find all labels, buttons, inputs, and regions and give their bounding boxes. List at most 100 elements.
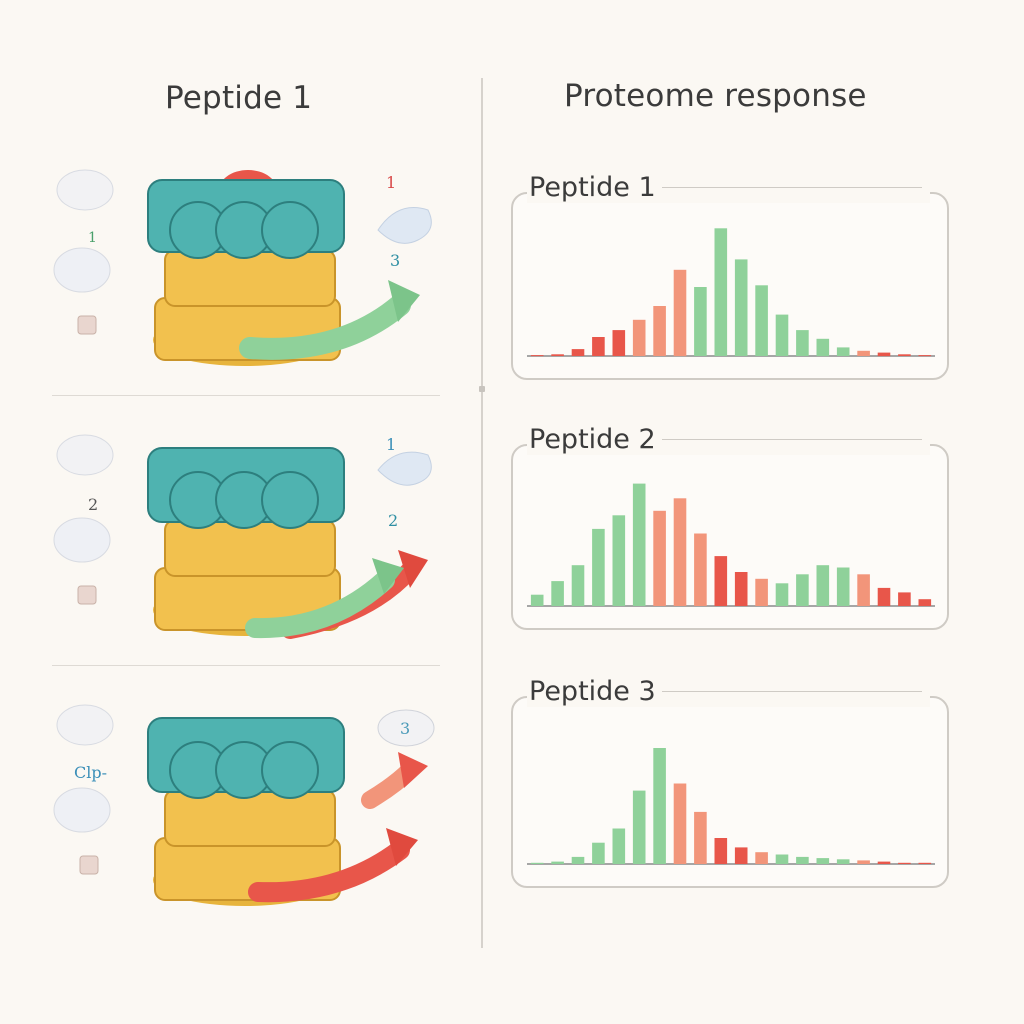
proteasome-barrel-icon — [147, 447, 345, 636]
chart-bar — [898, 592, 911, 606]
cloud-icon — [377, 207, 432, 244]
arrow-green-icon — [245, 570, 395, 639]
cloud-icon — [377, 451, 432, 486]
chart-bar — [877, 352, 891, 357]
chart-bar — [592, 528, 605, 606]
chart-bar — [877, 861, 891, 864]
chart-bar — [877, 587, 891, 606]
chart-bar — [734, 847, 748, 864]
chart-bar — [775, 583, 789, 606]
chart-bar — [571, 565, 585, 606]
peptide-fragment-icon — [77, 315, 97, 335]
chart-bar — [816, 565, 830, 606]
chart-bar — [612, 330, 626, 356]
vertical-divider — [479, 78, 485, 948]
arrow-red-icon — [248, 840, 410, 903]
chart-bar — [755, 852, 768, 864]
chart-bar — [857, 350, 870, 356]
chart-svg — [527, 483, 935, 607]
chart-svg — [527, 748, 935, 865]
row-number-label: 3 — [390, 251, 400, 270]
chart-bar — [653, 306, 666, 356]
chart-bar — [632, 319, 646, 356]
chart-title: Peptide 1 — [529, 172, 656, 203]
chart-bar — [775, 854, 789, 864]
peptide-pill-icon — [53, 247, 111, 293]
chart-bar — [734, 259, 748, 356]
row-number-label: Clp- — [74, 763, 107, 782]
row-number-label: 1 — [386, 435, 396, 454]
chart-bar — [632, 790, 646, 864]
chart-bar — [530, 862, 544, 864]
row-number-label: 2 — [388, 511, 398, 530]
chart-bar — [816, 858, 830, 864]
chart-bar — [898, 354, 911, 356]
row-divider-1 — [52, 395, 440, 396]
right-title: Proteome response — [564, 78, 867, 114]
chart-bar — [796, 856, 809, 864]
proteasome-row-1: 1 1 3 — [0, 130, 480, 400]
peptide-pill-icon — [56, 434, 114, 476]
chart-bar — [551, 581, 564, 606]
chart-bar — [857, 860, 870, 864]
proteasome-barrel-icon — [147, 717, 345, 906]
pill-badge-icon — [377, 709, 435, 747]
chart-bar — [857, 574, 870, 606]
chart-bar — [755, 578, 768, 606]
row-number-label: 3 — [400, 719, 410, 738]
chart-bar — [714, 838, 728, 864]
chart-bar — [918, 355, 932, 357]
chart-bar — [796, 330, 809, 356]
chart-bar — [673, 498, 687, 606]
chart-panel-peptide-2: Peptide 2 — [511, 424, 949, 630]
chart-panel-peptide-1: Peptide 1 — [511, 172, 949, 380]
chart-bar — [796, 574, 809, 606]
chart-bar — [571, 349, 585, 356]
chart-bar — [551, 354, 564, 356]
row-number-label: 1 — [386, 173, 396, 192]
chart-panel-peptide-3: Peptide 3 — [511, 676, 949, 888]
chart-bar — [836, 567, 850, 606]
chart-bar — [571, 856, 585, 864]
chart-svg — [527, 228, 935, 357]
chart-bar — [714, 556, 728, 606]
chart-bar — [551, 861, 564, 864]
chart-bar — [775, 314, 789, 356]
chart-bar — [694, 287, 707, 356]
chart-bar — [653, 748, 666, 864]
chart-title: Peptide 2 — [529, 424, 656, 455]
peptide-fragment-icon — [79, 855, 99, 875]
chart-bar — [673, 269, 687, 357]
peptide-pill-icon — [56, 704, 114, 746]
chart-title: Peptide 3 — [529, 676, 656, 707]
chart-bar — [530, 594, 544, 606]
arrow-green-icon — [239, 294, 411, 360]
peptide-pill-icon — [53, 787, 111, 833]
chart-bar — [694, 811, 707, 864]
peptide-pill-icon — [56, 169, 114, 211]
chart-bar — [592, 337, 605, 356]
left-title: Peptide 1 — [165, 80, 313, 116]
chart-bar — [898, 862, 911, 864]
chart-bar — [836, 859, 850, 864]
row-divider-2 — [52, 665, 440, 666]
chart-bar — [653, 510, 666, 606]
chart-bar — [673, 783, 687, 864]
chart-bar — [592, 842, 605, 864]
peptide-pill-icon — [53, 517, 111, 563]
row-number-label: 1 — [88, 230, 97, 246]
chart-bar — [530, 355, 544, 357]
chart-bar — [612, 828, 626, 864]
chart-bar — [816, 338, 830, 357]
chart-bar — [694, 533, 707, 606]
chart-bar — [734, 572, 748, 606]
proteasome-row-3: Clp- 3 — [0, 670, 480, 940]
chart-bar — [755, 285, 768, 356]
chart-bar — [918, 599, 932, 606]
proteasome-row-2: 1 2 2 — [0, 400, 480, 670]
chart-bar — [612, 515, 626, 606]
chart-bar — [632, 483, 646, 606]
chart-bar — [918, 862, 932, 864]
chart-bar — [836, 347, 850, 356]
chart-bar — [714, 228, 728, 356]
